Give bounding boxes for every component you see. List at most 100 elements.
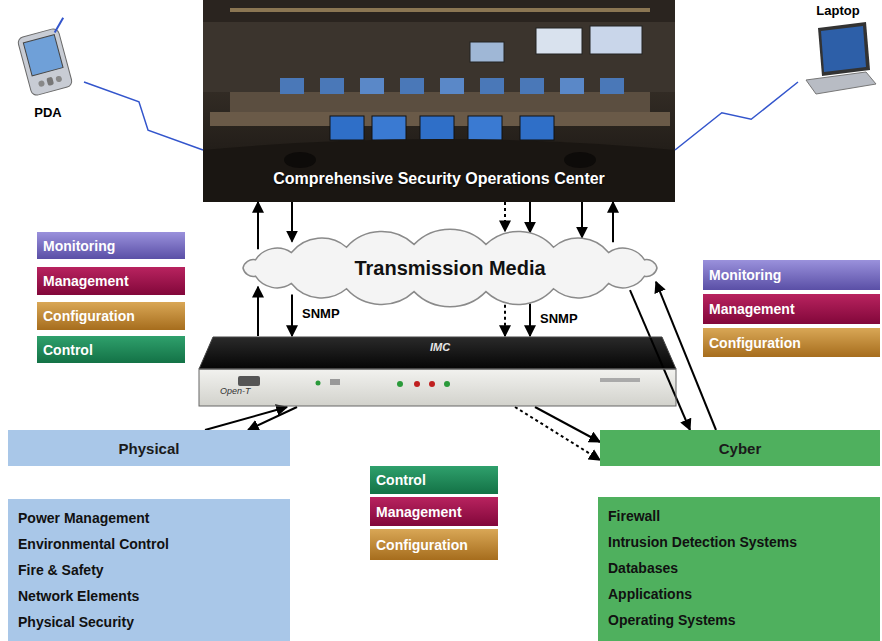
- wireless-link: [84, 82, 203, 150]
- art-shape: [818, 22, 870, 76]
- connector-arrow: [291, 295, 293, 336]
- function-bar: Configuration: [703, 328, 880, 357]
- art-shape: [821, 26, 866, 72]
- art-shape: [414, 381, 420, 387]
- node-text: Firewall: [608, 503, 660, 529]
- protocol-label: SNMP: [538, 311, 580, 326]
- function-bar: Management: [703, 294, 880, 324]
- control-room-photo: [203, 0, 675, 202]
- chassis-body: [199, 337, 676, 406]
- art-shape: [199, 337, 676, 369]
- node-text: Power Management: [18, 505, 149, 531]
- art-shape: [203, 0, 675, 22]
- art-shape: [480, 78, 504, 94]
- category-band: Cyber: [600, 430, 880, 466]
- node-text: Open-T: [220, 386, 251, 396]
- connector-arrow: [291, 202, 293, 241]
- art-shape: [468, 116, 502, 140]
- art-shape: [372, 116, 406, 140]
- art-shape: [280, 78, 304, 94]
- art-shape: [397, 381, 403, 387]
- art-shape: [560, 78, 584, 94]
- cloud-shape: [243, 229, 657, 306]
- network-cloud: Transmission Media: [225, 226, 675, 310]
- art-shape: [444, 381, 450, 387]
- connector-arrow: [504, 305, 506, 336]
- connector-arrow: [630, 290, 690, 430]
- art-shape: [330, 116, 364, 140]
- node-text: Network Elements: [18, 583, 139, 609]
- art-shape: [46, 77, 54, 86]
- node-text: Environmental Control: [18, 531, 169, 557]
- node-text: IMC: [430, 341, 450, 353]
- laptop-device: Laptop: [798, 0, 878, 100]
- chassis-top: [199, 337, 676, 369]
- chassis-front: [199, 369, 676, 406]
- art-shape: [360, 78, 384, 94]
- art-shape: [420, 116, 454, 140]
- node-text: Comprehensive Security Operations Center: [273, 170, 605, 188]
- node-text: Laptop: [816, 3, 859, 18]
- node-text: Fire & Safety: [18, 557, 104, 583]
- function-bar: Management: [37, 267, 185, 295]
- node-text: Control: [43, 342, 93, 358]
- node-text: Management: [709, 301, 795, 317]
- category-band: Physical: [8, 430, 290, 466]
- node-text: Databases: [608, 555, 678, 581]
- connector-arrow: [581, 202, 583, 238]
- connector-arrow: [257, 287, 259, 336]
- connector-arrow: [529, 202, 531, 233]
- function-bar: Monitoring: [37, 232, 185, 259]
- art-shape: [230, 8, 650, 12]
- art-shape: [316, 381, 321, 386]
- operations-center: Comprehensive Security Operations Center: [203, 0, 675, 202]
- node-text: Cyber: [719, 440, 762, 457]
- art-shape: [203, 0, 675, 202]
- node-text: Physical: [119, 440, 180, 457]
- node-text: Control: [376, 472, 426, 488]
- art-shape: [55, 75, 62, 82]
- node-text: Configuration: [709, 335, 801, 351]
- laptop-icon: [806, 22, 876, 94]
- connector-arrow: [612, 202, 614, 242]
- node-text: Management: [43, 273, 129, 289]
- pda-icon: [15, 18, 81, 97]
- art-shape: [536, 28, 582, 54]
- art-shape: [199, 369, 676, 406]
- art-shape: [17, 28, 73, 97]
- art-shape: [520, 78, 544, 94]
- art-shape: [52, 18, 67, 33]
- node-text: Configuration: [376, 537, 468, 553]
- node-text: Monitoring: [709, 267, 781, 283]
- art-shape: [230, 92, 650, 112]
- art-shape: [284, 152, 316, 168]
- node-text: Transmission Media: [354, 257, 545, 280]
- connector-arrow: [248, 407, 297, 430]
- art-shape: [600, 78, 624, 94]
- item-list: FirewallIntrusion Detection SystemsDatab…: [598, 497, 880, 641]
- art-shape: [564, 152, 596, 168]
- protocol-label: SNMP: [300, 306, 342, 321]
- function-bar: Configuration: [370, 529, 498, 560]
- pda-device: PDA: [12, 24, 84, 122]
- item-list: Power ManagementEnvironmental ControlFir…: [8, 499, 290, 641]
- function-bar: Management: [370, 497, 498, 526]
- art-shape: [600, 378, 640, 382]
- art-shape: [320, 78, 344, 94]
- art-shape: [440, 78, 464, 94]
- function-bar: Configuration: [37, 302, 185, 330]
- connector-arrow: [535, 407, 600, 442]
- node-text: Configuration: [43, 308, 135, 324]
- node-text: Operating Systems: [608, 607, 736, 633]
- function-bar: Control: [37, 336, 185, 363]
- art-shape: [330, 379, 340, 385]
- wireless-link: [675, 82, 798, 150]
- node-text: Management: [376, 504, 462, 520]
- node-text: PDA: [34, 105, 61, 120]
- art-shape: [238, 376, 260, 386]
- art-shape: [23, 35, 63, 76]
- node-text: Applications: [608, 581, 692, 607]
- art-shape: [470, 42, 504, 62]
- network-device: IMC Open-T: [198, 336, 677, 407]
